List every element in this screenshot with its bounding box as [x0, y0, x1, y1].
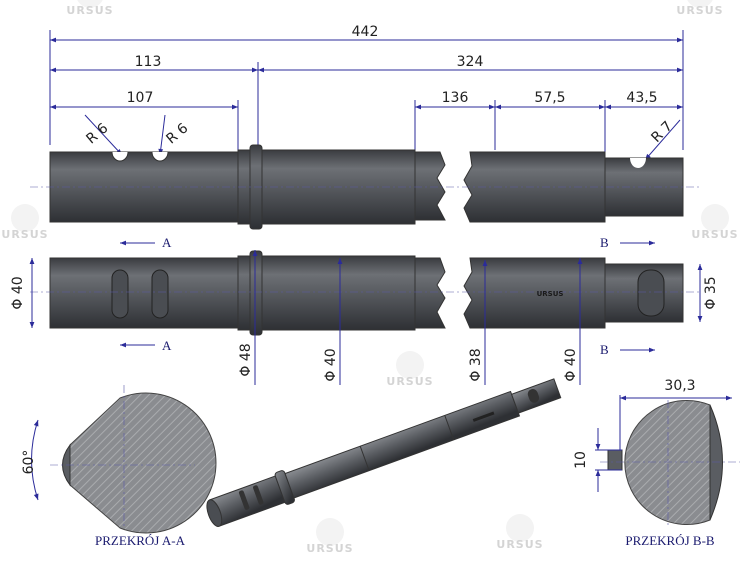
dim-136: 136 — [442, 90, 469, 106]
dim-442: 442 — [352, 24, 379, 40]
watermark-logo-icon — [506, 514, 534, 542]
dim-dia-38: Φ 38 — [468, 348, 484, 381]
section-b-b-label: PRZEKRÓJ B-B — [625, 533, 715, 548]
watermark-logo-icon — [687, 0, 713, 8]
dim-dia-48: Φ 48 — [238, 343, 254, 376]
watermark-text: URSUS — [386, 375, 433, 388]
dim-30-3: 30,3 — [664, 378, 695, 394]
section-b-b — [595, 395, 740, 525]
watermark-text: URSUS — [306, 542, 353, 555]
watermark-logo-icon — [77, 0, 103, 8]
dim-dia-40-end: Φ 40 — [10, 276, 26, 309]
dim-57-5: 57,5 — [534, 90, 565, 106]
dim-r7: R 7 — [648, 118, 676, 146]
dim-43-5: 43,5 — [626, 90, 657, 106]
dim-angle-60: 60° — [21, 450, 37, 475]
dim-r6-2: R 6 — [163, 120, 191, 147]
dim-107: 107 — [127, 90, 154, 106]
dim-113: 113 — [135, 54, 162, 70]
dim-dia-40-main: Φ 40 — [323, 348, 339, 381]
part-marking: URSUS — [537, 290, 564, 298]
watermark-logo-icon — [11, 204, 39, 232]
watermark-logo-layer — [11, 0, 729, 546]
dimension-lines — [49, 30, 684, 161]
watermark-text-layer: URSUS URSUS URSUS URSUS URSUS URSUS URSUS — [1, 4, 738, 555]
dim-dia-40-right: Φ 40 — [563, 348, 579, 381]
dim-r6-1: R 6 — [83, 120, 111, 147]
shaft-side-view — [30, 144, 700, 230]
section-marker-a-bottom: A — [162, 338, 172, 353]
dim-dia-35: Φ 35 — [703, 276, 719, 309]
section-a-a — [31, 385, 217, 534]
shaft-top-view: URSUS — [29, 240, 703, 385]
watermark-text: URSUS — [66, 4, 113, 17]
section-marker-a-top: A — [162, 235, 172, 250]
shaft-3d-view — [206, 378, 562, 527]
watermark-text: URSUS — [496, 538, 543, 551]
watermark-text: URSUS — [1, 228, 48, 241]
section-marker-b-bottom: B — [600, 342, 609, 357]
section-marker-b-top: B — [600, 235, 609, 250]
watermark-text: URSUS — [676, 4, 723, 17]
dim-324: 324 — [457, 54, 484, 70]
watermark-text: URSUS — [691, 228, 738, 241]
watermark-logo-icon — [396, 351, 424, 379]
watermark-logo-icon — [316, 518, 344, 546]
section-a-a-label: PRZEKRÓJ A-A — [95, 533, 186, 548]
dim-keyway-10: 10 — [573, 451, 589, 469]
watermark-logo-icon — [701, 204, 729, 232]
